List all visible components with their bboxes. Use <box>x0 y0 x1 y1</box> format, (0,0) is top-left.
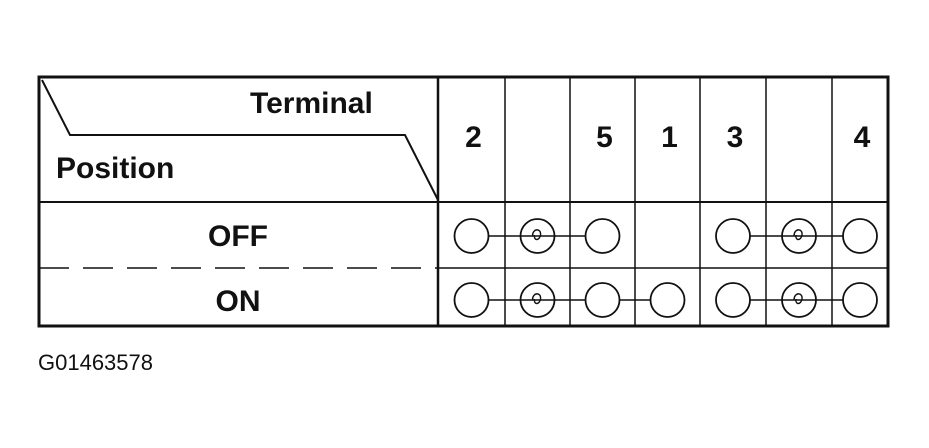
connection-row-on <box>453 282 878 318</box>
terminal-circle-icon <box>842 282 878 318</box>
terminal-label: 1 <box>661 121 678 154</box>
terminal-label: 4 <box>853 121 871 154</box>
bulb-filament-icon <box>531 229 542 241</box>
figure-code: G01463578 <box>38 350 153 375</box>
header-position-label: Position <box>56 152 175 185</box>
continuity-connections <box>453 218 878 318</box>
bulb-filament-icon <box>531 293 542 305</box>
connection-row-off <box>453 218 878 254</box>
header-terminal-label: Terminal <box>250 87 373 120</box>
terminal-circle-icon <box>453 218 490 254</box>
terminal-circle-icon <box>842 218 878 254</box>
terminal-label: 2 <box>465 121 482 154</box>
terminal-circle-icon <box>715 218 751 254</box>
position-off-label: OFF <box>208 220 268 253</box>
terminal-label: 3 <box>726 121 744 154</box>
terminal-circle-icon <box>584 282 621 318</box>
bulb-filament-icon <box>793 293 803 305</box>
terminal-label: 5 <box>596 121 613 154</box>
terminal-circle-icon <box>715 282 751 318</box>
terminal-circle-icon <box>453 282 490 318</box>
position-on-label: ON <box>215 285 261 318</box>
bulb-filament-icon <box>793 229 803 241</box>
terminal-circle-icon <box>649 282 686 318</box>
terminal-circle-icon <box>584 218 621 254</box>
header-diagonal <box>41 79 439 201</box>
